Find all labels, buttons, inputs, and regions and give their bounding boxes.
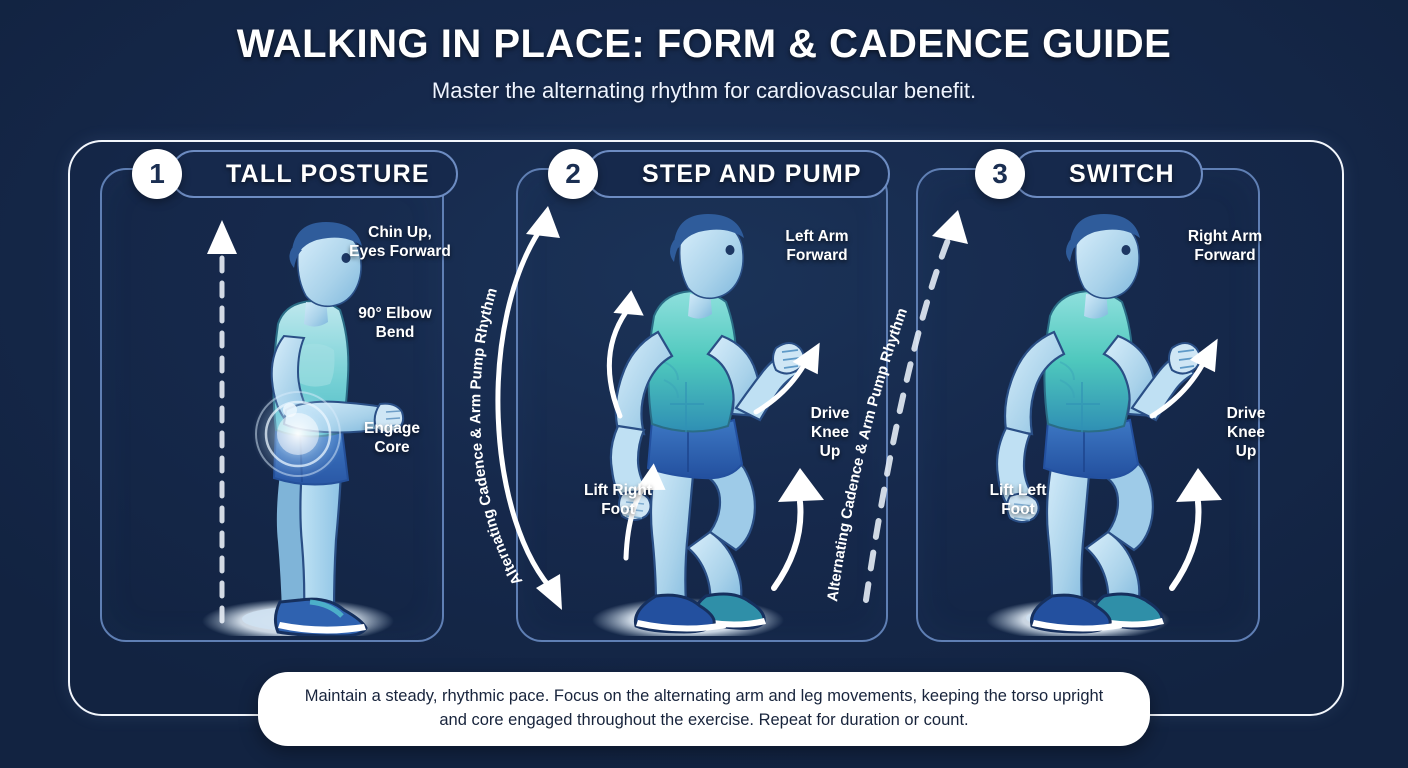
page-subtitle: Master the alternating rhythm for cardio… [431, 78, 977, 103]
step-number-3: 3 [975, 149, 1025, 199]
label-lift-left-foot: Lift Left Foot [989, 482, 1047, 518]
label-left-arm-forward: Left Arm Forward [785, 228, 849, 264]
step-title-pill-3: SWITCH [1013, 150, 1203, 198]
summary-caption: Maintain a steady, rhythmic pace. Focus … [258, 672, 1150, 746]
figure-switch [986, 214, 1222, 636]
page-title: WALKING IN PLACE: FORM & CADENCE GUIDE [236, 22, 1172, 66]
label-elbow-bend: 90° Elbow Bend [358, 305, 432, 341]
step-title-2: STEP AND PUMP [642, 159, 862, 188]
label-engage-core: Engage Core [364, 420, 420, 456]
step-number-1: 1 [132, 149, 182, 199]
step-title-pill-1: TALL POSTURE [170, 150, 458, 198]
label-drive-knee-up-3: Drive Knee Up [1226, 405, 1266, 460]
label-lift-right-foot: Lift Right Foot [583, 482, 652, 518]
label-drive-knee-up-2: Drive Knee Up [810, 405, 850, 460]
step-title-3: SWITCH [1069, 159, 1175, 188]
label-chin-up: Chin Up, Eyes Forward [349, 224, 451, 260]
figure-step-and-pump [592, 214, 824, 636]
label-right-arm-forward: Right Arm Forward [1187, 228, 1263, 264]
step-title-1: TALL POSTURE [226, 159, 430, 188]
step-title-pill-2: STEP AND PUMP [586, 150, 890, 198]
figure-tall-posture [202, 220, 405, 636]
step-number-2: 2 [548, 149, 598, 199]
